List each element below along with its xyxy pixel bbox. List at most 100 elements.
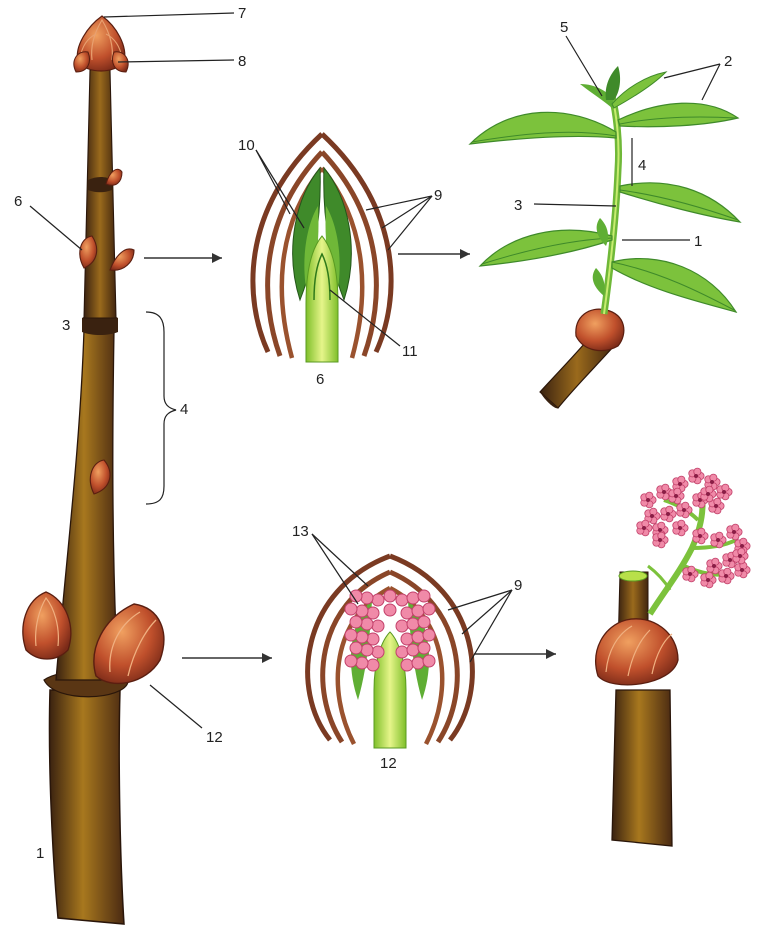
flower-petal [674, 488, 681, 495]
flower-petal [678, 476, 685, 483]
flower-primordium [361, 592, 373, 604]
label-12-section: 12 [380, 755, 397, 772]
label-6-section: 6 [316, 371, 324, 388]
flower-primordium [372, 594, 384, 606]
flower-petal [698, 528, 705, 535]
flower-petal [710, 474, 717, 481]
flower [717, 484, 732, 500]
flower-center [722, 490, 726, 494]
flower-center [716, 538, 720, 542]
flower [641, 492, 656, 508]
label-6-bud: 6 [14, 193, 22, 210]
flower [689, 468, 704, 484]
flower-primordium [367, 659, 379, 671]
flower-petal [666, 506, 673, 513]
label-4-main: 4 [180, 401, 188, 418]
flower-primordium [384, 590, 396, 602]
flower-primordium [361, 618, 373, 630]
flower-primordium [407, 644, 419, 656]
flower-center [642, 526, 646, 530]
flower-petal [678, 520, 685, 527]
label-1-main: 1 [36, 845, 44, 862]
flower-center [714, 504, 718, 508]
flower-petal [642, 520, 649, 527]
flower-primordium [418, 590, 430, 602]
flower-primordium [384, 604, 396, 616]
flower-center [688, 572, 692, 576]
flower-petal [706, 486, 713, 493]
flower-center [698, 534, 702, 538]
flower-center [728, 558, 732, 562]
leaf-bud-section [253, 134, 391, 362]
label-11: 11 [402, 343, 418, 360]
label-1-shoot: 1 [694, 233, 702, 250]
flower-center [666, 512, 670, 516]
label-3-shoot: 3 [514, 197, 522, 214]
flower-primordium [356, 631, 368, 643]
flower-primordium [361, 644, 373, 656]
flower-petal [646, 492, 653, 499]
flower-primordium [418, 642, 430, 654]
flower-center [678, 482, 682, 486]
flower-primordium [401, 633, 413, 645]
flower-primordium [345, 603, 357, 615]
label-5: 5 [560, 19, 568, 36]
flower-primordium [396, 594, 408, 606]
flower-petal [706, 572, 713, 579]
flower-primordium [401, 607, 413, 619]
flower-center [682, 508, 686, 512]
flower-primordium [356, 657, 368, 669]
flower-primordium [345, 655, 357, 667]
flower-primordium [423, 603, 435, 615]
label-4-shoot: 4 [638, 157, 646, 174]
flower-primordium [367, 633, 379, 645]
flower-center [658, 528, 662, 532]
flower-petal [738, 548, 745, 555]
flower-center [674, 494, 678, 498]
flower [693, 528, 708, 544]
flower-center [662, 490, 666, 494]
flower-petal [712, 558, 719, 565]
flower [735, 562, 750, 578]
flower-center [740, 544, 744, 548]
flower-petal [732, 524, 739, 531]
flower-petal [740, 538, 747, 545]
flower-petal [716, 532, 723, 539]
flower-petal [688, 566, 695, 573]
flower [727, 524, 742, 540]
flower [719, 568, 734, 584]
flower-primordium [396, 620, 408, 632]
flower-primordium [345, 629, 357, 641]
flower [677, 502, 692, 518]
label-7: 7 [238, 5, 246, 22]
flower-center [694, 474, 698, 478]
flowering-shoot [596, 468, 750, 846]
flower-primordium [372, 620, 384, 632]
flower-center [706, 578, 710, 582]
flower-primordium [407, 592, 419, 604]
flower-petal [658, 532, 665, 539]
flower-primordium [372, 646, 384, 658]
flower-center [740, 568, 744, 572]
flower-bud-section [308, 556, 473, 748]
flower-petal [714, 498, 721, 505]
flower-petal [682, 502, 689, 509]
flower-primordium [356, 605, 368, 617]
main-stem [44, 70, 128, 924]
label-9-bottom: 9 [514, 577, 522, 594]
flower-center [724, 574, 728, 578]
flower-primordium [412, 605, 424, 617]
flower-primordium [350, 642, 362, 654]
label-3-main: 3 [62, 317, 70, 334]
label-2: 2 [724, 53, 732, 70]
flower-center [650, 514, 654, 518]
terminal-bud [74, 16, 128, 72]
flower-primordium [407, 618, 419, 630]
flower [673, 520, 688, 536]
label-12-bud: 12 [206, 729, 223, 746]
flower-petal [658, 522, 665, 529]
flower [637, 520, 652, 536]
internode-bracket [146, 312, 176, 504]
